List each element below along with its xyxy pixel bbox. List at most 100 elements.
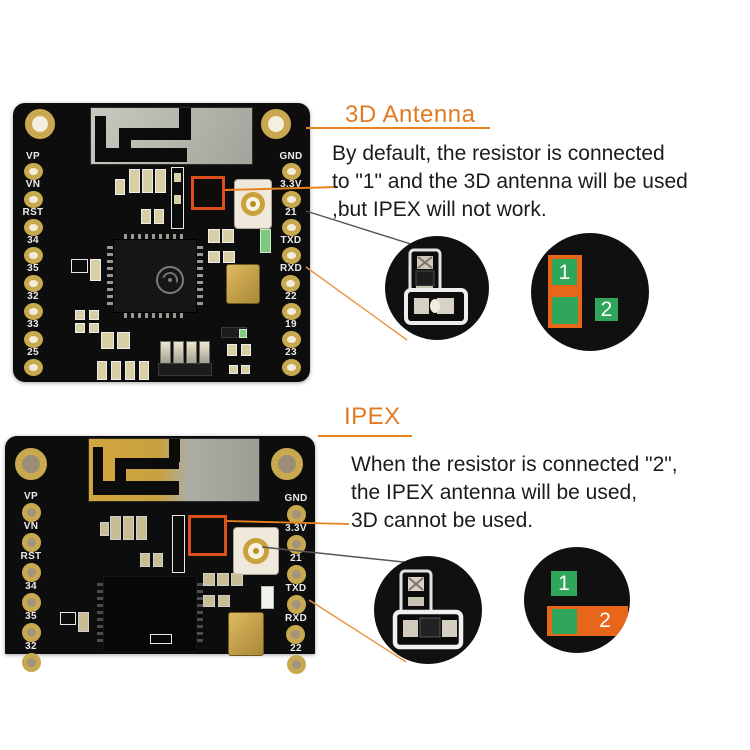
description-line: the IPEX antenna will be used, — [351, 481, 638, 504]
pin-row: RXD — [285, 614, 307, 644]
section-heading-3d-antenna: 3D Antenna — [345, 101, 476, 128]
pin-hole — [23, 331, 43, 348]
smd-component — [115, 179, 125, 195]
pin-label: 3.3V — [280, 179, 302, 190]
pin-row: 32 — [23, 291, 43, 320]
pin-label: RST — [22, 207, 44, 218]
pin-hole — [23, 303, 43, 320]
pin-row: 33 — [23, 319, 43, 348]
led-component — [260, 229, 271, 253]
smd-component — [171, 167, 184, 229]
pin-row: RXD — [280, 264, 302, 292]
mounting-hole — [15, 448, 47, 480]
pin-row: VN — [23, 180, 43, 208]
zoom-circle-resistor-position-1 — [385, 236, 489, 340]
pin-hole — [286, 565, 306, 584]
antenna-trace — [95, 116, 106, 162]
smd-component — [222, 229, 234, 243]
esp32-chip — [107, 234, 203, 318]
smd-component — [172, 515, 185, 573]
led-component — [261, 586, 274, 609]
pin-row: 32 — [21, 642, 41, 672]
pin-label: VN — [23, 521, 39, 532]
smd-component — [117, 332, 130, 349]
pad-common — [552, 609, 577, 634]
mounting-hole — [25, 109, 55, 139]
pin-hole — [281, 331, 301, 348]
pin-row: RST — [23, 208, 44, 236]
smd-component — [229, 365, 238, 374]
esp32-chip — [97, 576, 203, 652]
pin-label: VP — [24, 491, 38, 502]
pin-label: 34 — [25, 581, 37, 592]
smd-component — [218, 595, 230, 607]
antenna-trace — [179, 108, 191, 132]
pin-hole — [286, 655, 306, 674]
pin-row: 21 — [286, 554, 306, 584]
pin-row: RST — [21, 552, 42, 582]
pin-hole — [286, 595, 306, 614]
smd-component — [223, 251, 235, 263]
pin-label: TXD — [285, 583, 307, 594]
description-ipex: When the resistor is connected "2",the I… — [351, 451, 750, 535]
description-line: ,but IPEX will not work. — [332, 198, 547, 221]
pin-hole — [281, 359, 301, 376]
chip-pins — [107, 246, 113, 306]
smd-component — [154, 209, 164, 224]
smd-component — [140, 553, 150, 567]
smd-component — [75, 323, 85, 333]
pin-hole — [281, 191, 301, 208]
smd-component — [110, 516, 121, 540]
chip-pins — [197, 583, 203, 643]
ipex-connector — [234, 179, 272, 229]
pin-label: 35 — [25, 611, 37, 622]
pin-label: GND — [279, 151, 303, 162]
pin-label: 23 — [285, 347, 297, 358]
pin-hole — [23, 359, 43, 376]
pcb-antenna-3d — [90, 107, 253, 165]
pin-hole — [281, 219, 301, 236]
smd-component — [231, 573, 243, 586]
pin-hole — [23, 275, 43, 292]
smd-component — [155, 169, 166, 193]
smd-component — [241, 365, 250, 374]
pin-label: VP — [26, 151, 40, 162]
antenna-trace — [93, 481, 179, 495]
pin-hole — [286, 505, 306, 524]
smd-component — [136, 516, 147, 540]
smd-component — [153, 553, 163, 567]
pad-2: 2 — [595, 298, 618, 321]
description-line: By default, the resistor is connected — [332, 142, 665, 165]
pin-hole — [286, 625, 306, 644]
resistor-highlight-box — [188, 515, 227, 556]
crystal-oscillator — [226, 264, 260, 304]
antenna-trace — [95, 148, 187, 162]
espressif-logo-icon — [156, 266, 184, 294]
pin-hole — [23, 163, 43, 180]
smd-component — [208, 251, 220, 263]
resistor-photo-position-1 — [404, 248, 468, 325]
ipex-center-pin — [250, 201, 256, 207]
ipex-center-pin — [253, 548, 259, 554]
pin-label: 33 — [27, 319, 39, 330]
smd-component — [60, 612, 76, 625]
pin-label: 35 — [27, 263, 39, 274]
chip-pins — [197, 246, 203, 306]
smd-component — [89, 323, 99, 333]
pad-1-label: 1 — [558, 572, 570, 595]
pin-row: TXD — [286, 584, 307, 614]
pin-hole — [21, 593, 41, 612]
pin-label: 19 — [285, 319, 297, 330]
smd-component — [97, 361, 107, 380]
pin-row: VN — [21, 521, 41, 552]
pin-label: RXD — [279, 263, 302, 274]
pin-label: GND — [284, 493, 308, 504]
pad-common — [552, 297, 578, 324]
pad-1-label: 1 — [558, 260, 571, 284]
pin-label: 32 — [27, 291, 39, 302]
ipex-connector — [233, 527, 279, 575]
smd-component — [100, 522, 109, 536]
pin-hole — [281, 303, 301, 320]
